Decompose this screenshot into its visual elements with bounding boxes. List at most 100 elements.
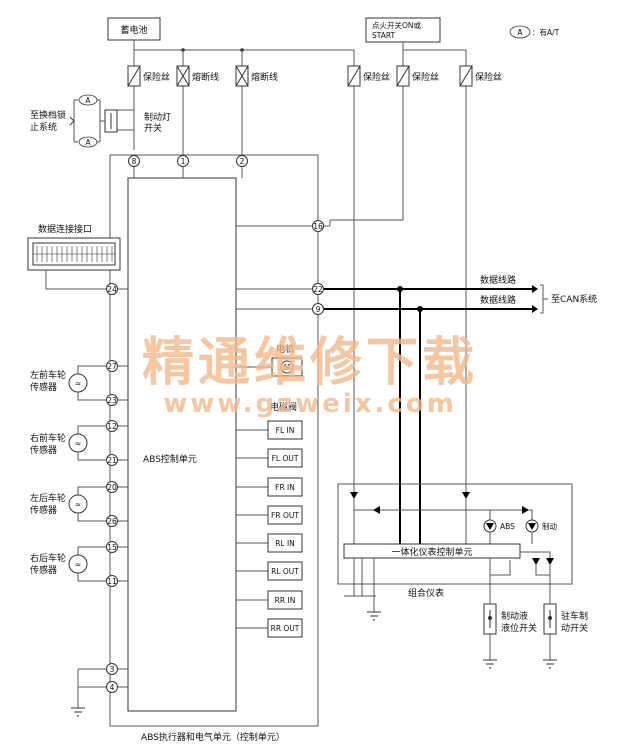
svg-text:22: 22 [313, 285, 323, 294]
valve-fr-out [267, 505, 303, 525]
data-line-2-label: 数据线路 [480, 294, 516, 306]
svg-text:8: 8 [132, 157, 137, 166]
svg-text:11: 11 [107, 577, 117, 586]
pin-8: 8 [128, 155, 140, 167]
abs-actuator-unit-outline [109, 154, 319, 727]
wheel-sensor-front-right: 右前车轮 传感器 ≈ [30, 425, 128, 461]
svg-text:FL OUT: FL OUT [272, 454, 299, 463]
valve-fl-out [267, 448, 303, 468]
svg-text:FR OUT: FR OUT [271, 511, 299, 520]
svg-text:26: 26 [107, 517, 117, 526]
pin-12: 12 [106, 420, 118, 432]
sensor-icon: ≈ [75, 500, 81, 509]
svg-text:左后车轮: 左后车轮 [30, 492, 66, 504]
svg-text:动开关: 动开关 [561, 622, 588, 634]
data-line-1-label: 数据线路 [480, 274, 516, 286]
pin-21: 21 [106, 454, 118, 466]
svg-text:FR IN: FR IN [275, 483, 295, 492]
ignition-label-line2: START [372, 31, 396, 40]
pin-2: 2 [236, 155, 248, 167]
pin-16: 16 [312, 220, 324, 232]
watermark-url: www.gzweix.com [163, 389, 457, 419]
at-legend-text: ：有A/T [532, 27, 560, 37]
svg-text:左前车轮: 左前车轮 [30, 369, 66, 381]
svg-text:传感器: 传感器 [30, 381, 57, 393]
battery-label: 蓄电池 [120, 24, 147, 36]
meter-control-unit: 一体化仪表控制单元 [343, 543, 521, 559]
svg-text:RL OUT: RL OUT [271, 567, 299, 576]
ignition-label-line1: 点火开关ON或 [372, 20, 422, 30]
pin-1: 1 [177, 155, 189, 167]
valve-list: FL IN FL OUT FR IN FR OUT RL IN RL OUT R… [236, 420, 303, 638]
at-symbol: A [517, 28, 523, 37]
svg-text:3: 3 [110, 665, 115, 674]
svg-text:21: 21 [107, 456, 117, 465]
parking-brake-switch: 驻车制 动开关 [543, 603, 588, 669]
can-bus: 数据线路 数据线路 至CAN系统 [324, 274, 597, 544]
pin-4: 4 [106, 681, 118, 693]
brake-switch-label-line2: 开关 [144, 122, 162, 134]
data-connector-label: 数据连接接口 [38, 223, 92, 235]
combination-meter-label: 组合仪表 [408, 587, 444, 599]
valve-rl-out [267, 561, 303, 581]
svg-text:20: 20 [107, 483, 117, 492]
fuse4-label: 保险丝 [475, 71, 502, 83]
svg-text:RR OUT: RR OUT [271, 624, 300, 633]
actuator-unit-label: ABS执行器和电气单元（控制单元） [141, 731, 285, 743]
solenoid-label: 电磁阀 [270, 401, 297, 413]
fusible2-label: 熔断线 [251, 71, 278, 83]
fuse1-label: 保险丝 [143, 71, 170, 83]
svg-text:液位开关: 液位开关 [501, 622, 537, 634]
abs-control-unit-box [127, 177, 237, 712]
svg-text:RL IN: RL IN [275, 539, 295, 548]
combination-meter-box [337, 483, 573, 585]
ignition-box: 点火开关ON或 START [365, 17, 441, 43]
watermark-text: 精通维修下载 [142, 333, 478, 393]
pin-27: 27 [106, 360, 118, 372]
meter-ecu-label: 一体化仪表控制单元 [391, 546, 472, 558]
svg-text:驻车制: 驻车制 [561, 610, 588, 622]
brake-lamp-label: 制动 [542, 521, 557, 531]
meter-ground-icon [367, 611, 381, 621]
svg-text:FL IN: FL IN [276, 426, 295, 435]
pin-11: 11 [106, 575, 118, 587]
data-link-connector: 数据连接接口 [27, 223, 128, 290]
brake-switch-label-line1: 制动灯 [144, 111, 171, 123]
svg-text:1: 1 [181, 157, 186, 166]
svg-text:右后车轮: 右后车轮 [30, 552, 66, 564]
abs-control-unit-label: ABS控制单元 [143, 453, 197, 465]
svg-text:RR IN: RR IN [275, 596, 296, 605]
svg-text:15: 15 [107, 543, 117, 552]
svg-text:传感器: 传感器 [30, 444, 57, 456]
valve-fr-in [267, 477, 303, 497]
at-legend: A ：有A/T [509, 25, 560, 39]
can-system-label: 至CAN系统 [551, 293, 597, 305]
battery-box: 蓄电池 [107, 17, 161, 41]
pin-9: 9 [312, 303, 324, 315]
valve-rr-out [267, 618, 303, 638]
motor: 电机 M [236, 343, 303, 377]
pin-22: 22 [312, 283, 324, 295]
svg-text:23: 23 [107, 396, 117, 405]
meter-diodes [350, 492, 533, 544]
brake-warning-lamp: 制动 [525, 519, 557, 544]
svg-text:4: 4 [110, 683, 115, 692]
svg-text:传感器: 传感器 [30, 564, 57, 576]
svg-text:传感器: 传感器 [30, 504, 57, 516]
fusible1-label: 熔断线 [192, 71, 219, 83]
shift-lock-label-line2: 止系统 [30, 121, 57, 133]
fuse2-label: 保险丝 [363, 71, 390, 83]
valve-rr-in [267, 590, 303, 610]
meter-output-wires [344, 551, 554, 612]
pin-15: 15 [106, 541, 118, 553]
sensor-icon: ≈ [75, 379, 81, 388]
brake-lamp-switch: 制动灯 开关 [104, 109, 171, 134]
motor-icon: M [284, 363, 290, 372]
pin-3: 3 [106, 663, 118, 675]
ground-icon [71, 707, 85, 717]
pin-26: 26 [106, 515, 118, 527]
wheel-sensor-front-left: 左前车轮 传感器 ≈ [30, 365, 128, 401]
connector-a1: A [85, 96, 91, 105]
wheel-sensor-rear-right: 右后车轮 传感器 ≈ [30, 546, 128, 582]
